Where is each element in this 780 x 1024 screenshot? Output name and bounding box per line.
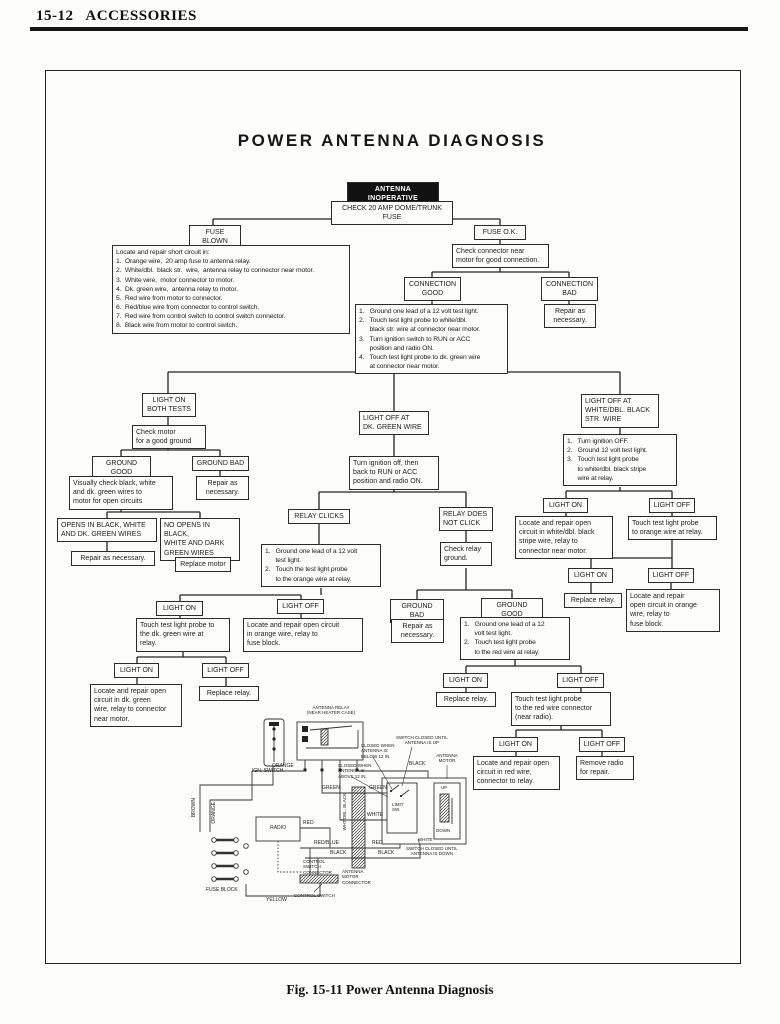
label-white-right: WHITE	[418, 837, 433, 842]
label-red-radio: RED	[303, 820, 314, 826]
node-check-relay-ground: Check relay ground.	[440, 542, 492, 567]
node-fuse-ok: FUSE O.K.	[474, 225, 526, 241]
node-replace-motor: Replace motor	[175, 557, 231, 573]
node-red-light-on: LIGHT ON	[493, 737, 538, 753]
label-up: UP	[441, 785, 448, 790]
label-green-left: GREEN	[322, 785, 340, 791]
node-short-circuit-list: Locate and repair short circuit in: 1. O…	[112, 245, 350, 334]
node-rnc-light-on: LIGHT ON	[443, 673, 488, 689]
node-check-fuse: CHECK 20 AMP DOME/TRUNK FUSE	[331, 201, 453, 226]
node-open-orange-1: Locate and repair open circuit in orange…	[243, 618, 363, 652]
node-ground-bad: GROUND BAD	[192, 456, 249, 472]
node-open-orange-2: Locate and repair open circuit in orange…	[626, 589, 720, 632]
node-light-off-green: LIGHT OFF AT DK. GREEN WIRE	[359, 411, 429, 436]
node-connection-bad: CONNECTION BAD	[541, 277, 598, 302]
node-open-red: Locate and repair open circuit in red wi…	[473, 756, 560, 790]
label-green-right: GREEN	[369, 785, 387, 791]
label-antenna-motor: ANTENNA MOTOR	[436, 753, 458, 764]
label-yellow: YELLOW	[266, 897, 287, 903]
label-brown-vertical: BROWN	[191, 798, 197, 818]
node-rc-light-on: LIGHT ON	[156, 601, 203, 617]
node-w-light-on: LIGHT ON	[543, 498, 588, 514]
node-relay-no-click: RELAY DOES NOT CLICK	[439, 507, 493, 532]
node-red-light-off: LIGHT OFF	[579, 737, 625, 753]
label-limit-sw: LIMIT SW.	[392, 802, 404, 813]
label-antenna-motor-connector: ANTENNA MOTOR CONNECTOR	[342, 869, 371, 885]
label-switch-closed-up: SWITCH CLOSED UNTIL ANTENNA IS UP	[396, 735, 448, 746]
label-whtdbl-vertical: WHT/DBL. BLACK	[342, 793, 347, 831]
label-black-top: BLACK	[409, 761, 426, 767]
label-control-switch-connector: CONTROL SWITCH CONNECTOR	[303, 859, 332, 875]
chart-frame	[45, 70, 741, 964]
chart-title: POWER ANTENNA DIAGNOSIS	[237, 131, 547, 150]
node-rc-light-off: LIGHT OFF	[277, 599, 324, 615]
node-rc2-light-on: LIGHT ON	[114, 663, 159, 679]
node-white-steps: 1. Turn ignition OFF. 2. Ground 12 volt …	[563, 434, 677, 486]
node-turn-ignition: Turn ignition off, then back to RUN or A…	[349, 456, 439, 490]
node-relay-clicks: RELAY CLICKS	[288, 509, 350, 525]
node-repair-connection-bad: Repair as necessary.	[544, 304, 596, 329]
node-remove-radio: Remove radio for repair.	[576, 756, 634, 781]
label-orange-horizontal: ORANGE	[272, 763, 294, 769]
label-orange-vertical: ORANGE	[211, 802, 217, 824]
node-rnc-light-off: LIGHT OFF	[557, 673, 604, 689]
header-rule	[30, 27, 748, 31]
node-w-light-off: LIGHT OFF	[649, 498, 695, 514]
label-closed-below: CLOSED WHEN ANTENNA IS BELOW 12 IN.	[361, 743, 395, 759]
wiring-schematic	[199, 718, 467, 897]
node-open-white: Locate and repair open circuit in white/…	[515, 516, 613, 559]
node-relay-clicks-steps: 1. Ground one lead of a 12 volt test lig…	[261, 544, 381, 587]
node-connection-good-steps: 1. Ground one lead of a 12 volt test lig…	[355, 304, 508, 375]
label-switch-closed-down: SWITCH CLOSED UNTIL ANTENNA IS DOWN	[406, 846, 458, 857]
label-black-right: BLACK	[378, 850, 395, 856]
node-open-dk-green: Locate and repair open circuit in dk. gr…	[90, 684, 182, 727]
node-visually-check: Visually check black, white and dk. gree…	[69, 476, 173, 510]
node-rnc-steps: 1. Ground one lead of a 12 volt test lig…	[460, 617, 570, 660]
label-fuse-block: FUSE BLOCK	[206, 887, 238, 893]
label-down: DOWN	[436, 828, 451, 833]
label-control-switch: CONTROL SWITCH	[294, 893, 335, 898]
node-no-opens: NO OPENS IN BLACK, WHITE AND DARK GREEN …	[160, 518, 240, 561]
node-rnc-repair: Repair as necessary.	[391, 619, 444, 644]
node-light-off-white: LIGHT OFF AT WHITE/DBL. BLACK STR. WIRE	[581, 394, 659, 428]
label-red-right: RED	[372, 840, 383, 846]
node-opens-wires: OPENS IN BLACK, WHITE AND DK. GREEN WIRE…	[57, 518, 157, 543]
node-touch-red-connector: Touch test light probe to the red wire c…	[511, 692, 611, 726]
node-light-on-both: LIGHT ON BOTH TESTS	[142, 393, 196, 418]
label-radio: RADIO	[270, 825, 286, 832]
node-repair-opens: Repair as necessary.	[71, 551, 155, 567]
label-black-left: BLACK	[330, 850, 347, 856]
label-red-blue: RED/BLUE	[314, 840, 340, 846]
label-closed-above: CLOSED WHEN ANTENNA IS ABOVE 12 IN.	[338, 763, 372, 779]
node-replace-relay-2: Replace relay.	[436, 692, 496, 708]
figure-caption: Fig. 15-11 Power Antenna Diagnosis	[286, 982, 494, 997]
node-check-connector: Check connector near motor for good conn…	[452, 244, 549, 269]
label-ign-switch: IGN. SWITCH	[252, 768, 284, 774]
node-touch-dk-green: Touch test light probe to the dk. green …	[136, 618, 230, 652]
label-antenna-relay: ANTENNA RELAY (NEAR HEATER CASE)	[306, 705, 356, 716]
node-connection-good: CONNECTION GOOD	[404, 277, 461, 302]
node-replace-relay-1: Replace relay.	[199, 686, 259, 702]
node-rc2-light-off: LIGHT OFF	[202, 663, 249, 679]
node-replace-relay-3: Replace relay.	[564, 593, 622, 609]
node-w2-light-off: LIGHT OFF	[648, 568, 694, 584]
node-touch-orange: Touch test light probe to orange wire at…	[628, 516, 717, 541]
page-header: 15-12 ACCESSORIES	[36, 8, 197, 24]
node-w2-light-on: LIGHT ON	[568, 568, 613, 584]
node-repair-ground-bad: Repair as necessary.	[196, 476, 249, 501]
label-white-left: WHITE	[367, 812, 384, 818]
node-check-motor-ground: Check motor for a good ground	[132, 425, 206, 450]
